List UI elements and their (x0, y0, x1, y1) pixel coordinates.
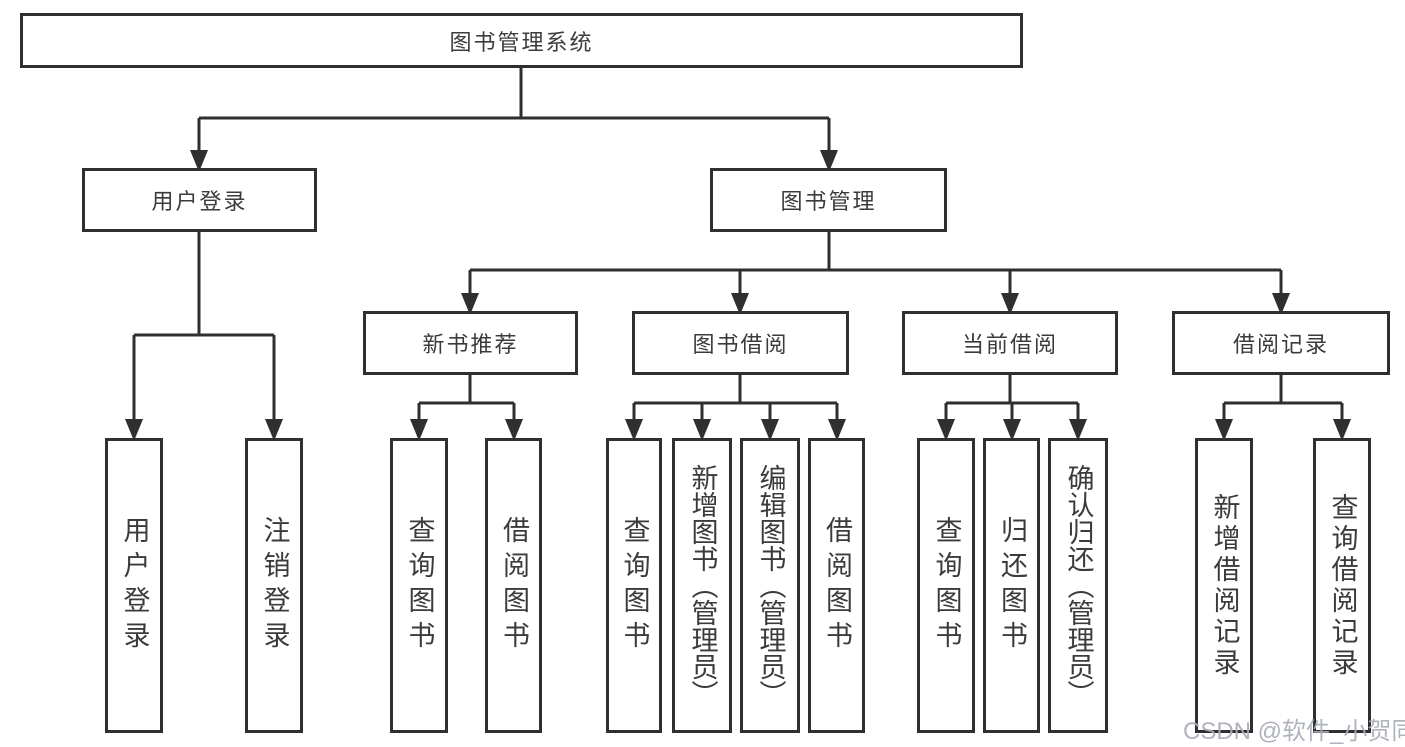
leaf-borrow-add-book-admin: 新增图书（管理员） (672, 438, 732, 733)
leaf-record-query-borrow-record: 查询借阅记录 (1313, 438, 1371, 733)
node-library-system: 图书管理系统 (20, 13, 1023, 68)
leaf-recommend-query-book: 查询图书 (390, 438, 448, 733)
connector-user-login-children (132, 232, 276, 421)
node-user-login: 用户登录 (82, 168, 317, 232)
node-book-borrow: 图书借阅 (632, 311, 849, 375)
connector-new-book-recommend-children (417, 375, 516, 421)
leaf-record-add-borrow-record: 新增借阅记录 (1195, 438, 1253, 733)
arrowheads-borrow-record (1215, 419, 1351, 441)
connector-current-borrow-children (944, 375, 1080, 421)
leaf-current-query-book: 查询图书 (917, 438, 975, 733)
leaf-current-return-book: 归还图书 (983, 438, 1040, 733)
connector-book-management-children (468, 232, 1283, 296)
arrowheads-level3 (461, 293, 1290, 315)
leaf-borrow-borrow-book: 借阅图书 (808, 438, 865, 733)
arrowheads-book-borrow (625, 419, 846, 441)
node-new-book-recommend: 新书推荐 (363, 311, 578, 375)
leaf-recommend-borrow-book: 借阅图书 (485, 438, 542, 733)
arrowheads-user-login-children (125, 419, 283, 441)
node-current-borrow: 当前借阅 (902, 311, 1118, 375)
connector-book-borrow-children (632, 375, 839, 421)
leaf-current-confirm-return-admin: 确认归还（管理员） (1048, 438, 1108, 733)
connector-root-to-level2 (197, 68, 831, 152)
leaf-borrow-query-book: 查询图书 (606, 438, 662, 733)
connector-borrow-record-children (1222, 375, 1344, 421)
leaf-logout: 注销登录 (245, 438, 303, 733)
leaf-borrow-edit-book-admin: 编辑图书（管理员） (740, 438, 800, 733)
arrowheads-new-book-recommend (410, 419, 523, 441)
arrowheads-level2 (190, 150, 838, 172)
csdn-watermark: CSDN @软件_小贺同学 (1183, 718, 1405, 745)
node-book-management: 图书管理 (710, 168, 947, 232)
leaf-user-login: 用户登录 (105, 438, 163, 733)
arrowheads-current-borrow (937, 419, 1087, 441)
node-borrow-record: 借阅记录 (1172, 311, 1390, 375)
